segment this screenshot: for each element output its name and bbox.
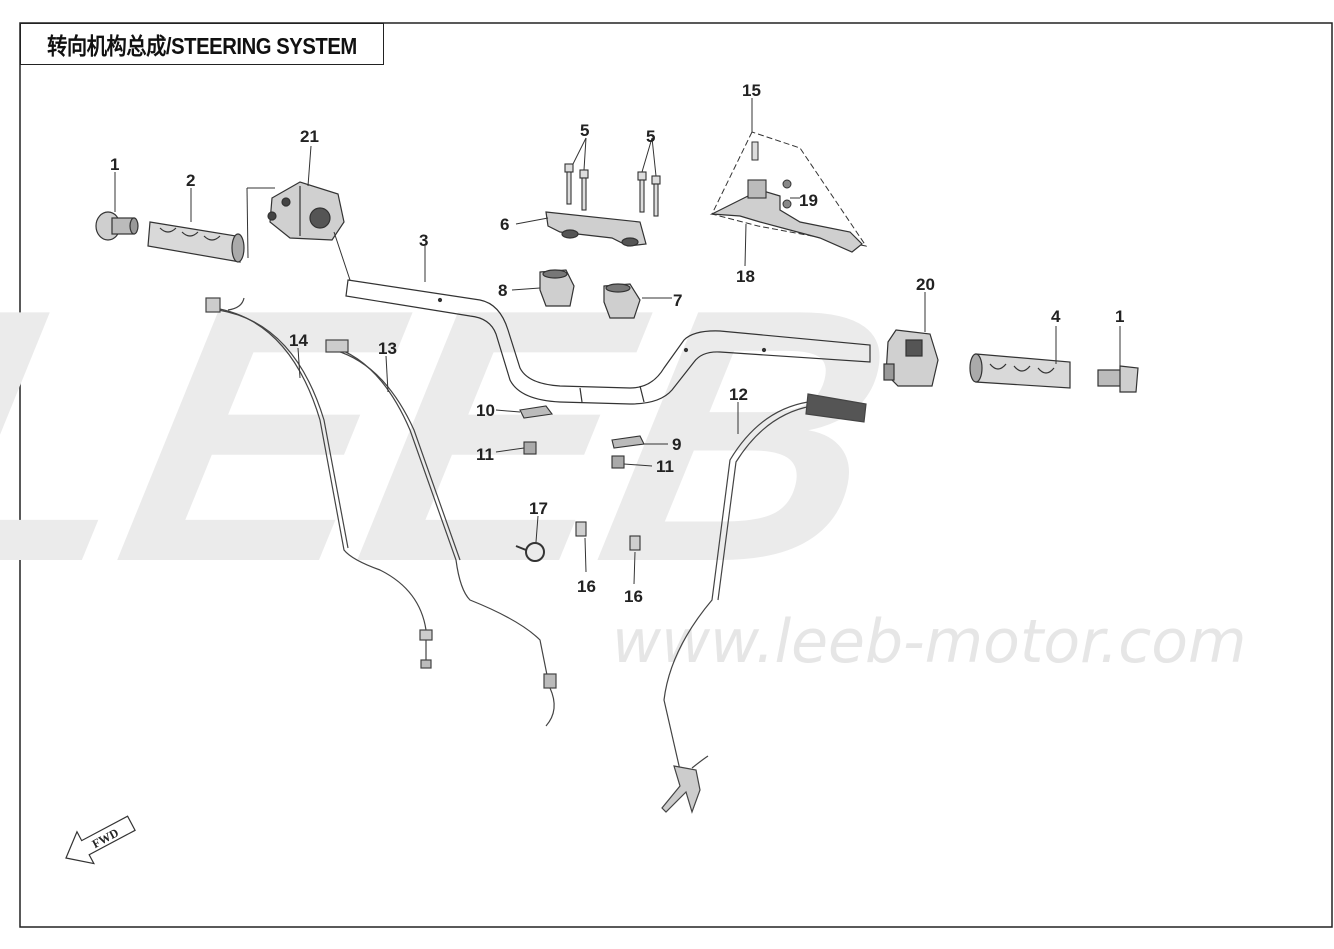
callout-5a: 5: [580, 121, 589, 140]
callout-3: 3: [419, 231, 428, 250]
callout-4: 4: [1051, 307, 1061, 326]
leader-lines: [114, 98, 1121, 585]
callout-9: 9: [672, 435, 681, 454]
callout-7: 7: [673, 291, 682, 310]
cable-13: [325, 339, 557, 727]
callout-12: 12: [729, 385, 748, 404]
bar-end-right: [1097, 365, 1139, 393]
cable-12: [661, 393, 867, 814]
throttle-leader-c: [333, 231, 351, 281]
callout-18: 18: [736, 267, 755, 286]
callout-8: 8: [498, 281, 507, 300]
switch-housing-right: [883, 329, 939, 387]
throttle-housing: [267, 181, 345, 241]
callouts: 1 2 21 5 5 6 15 19 18 3 8 7 20 4 1 14 13…: [110, 81, 1124, 606]
callout-1-left: 1: [110, 155, 119, 174]
callout-16b: 16: [624, 587, 643, 606]
callout-11a: 11: [476, 445, 494, 464]
callout-6: 6: [500, 215, 509, 234]
outer-border: [19, 22, 1333, 928]
fwd-arrow: FWD: [65, 815, 136, 865]
bar-end-left: [95, 211, 139, 241]
callout-2: 2: [186, 171, 195, 190]
watermark: LEEB www.leeb-motor.com: [0, 235, 1246, 677]
callout-1-right: 1: [1115, 307, 1124, 326]
upper-clamp: [545, 211, 647, 247]
callout-14: 14: [289, 331, 308, 350]
title-box: 转向机构总成/STEERING SYSTEM: [20, 23, 384, 65]
grip-left: [147, 221, 245, 263]
watermark-letters: LEEB: [0, 235, 920, 637]
fwd-arrow-icon: [65, 815, 136, 865]
grip-right: [969, 353, 1071, 389]
callout-11b: 11: [656, 457, 674, 476]
handlebar: [345, 279, 871, 405]
callout-10: 10: [476, 401, 495, 420]
throttle-leader-b: [246, 187, 249, 259]
brake-lever-assembly: [709, 131, 868, 253]
watermark-url: www.leeb-motor.com: [612, 607, 1246, 677]
callout-16a: 16: [577, 577, 596, 596]
lower-clamp-right: [603, 283, 641, 319]
callout-13: 13: [378, 339, 397, 358]
cable-14: [205, 297, 433, 669]
page-title: 转向机构总成/STEERING SYSTEM: [47, 33, 357, 59]
callout-17: 17: [529, 499, 548, 518]
callout-5b: 5: [646, 127, 655, 146]
callout-19: 19: [799, 191, 818, 210]
callout-20: 20: [916, 275, 935, 294]
small-parts: [515, 405, 645, 562]
callout-15: 15: [742, 81, 761, 100]
callout-21: 21: [300, 127, 319, 146]
lower-clamp-left: [539, 269, 575, 307]
clamp-bolts: [564, 163, 661, 217]
